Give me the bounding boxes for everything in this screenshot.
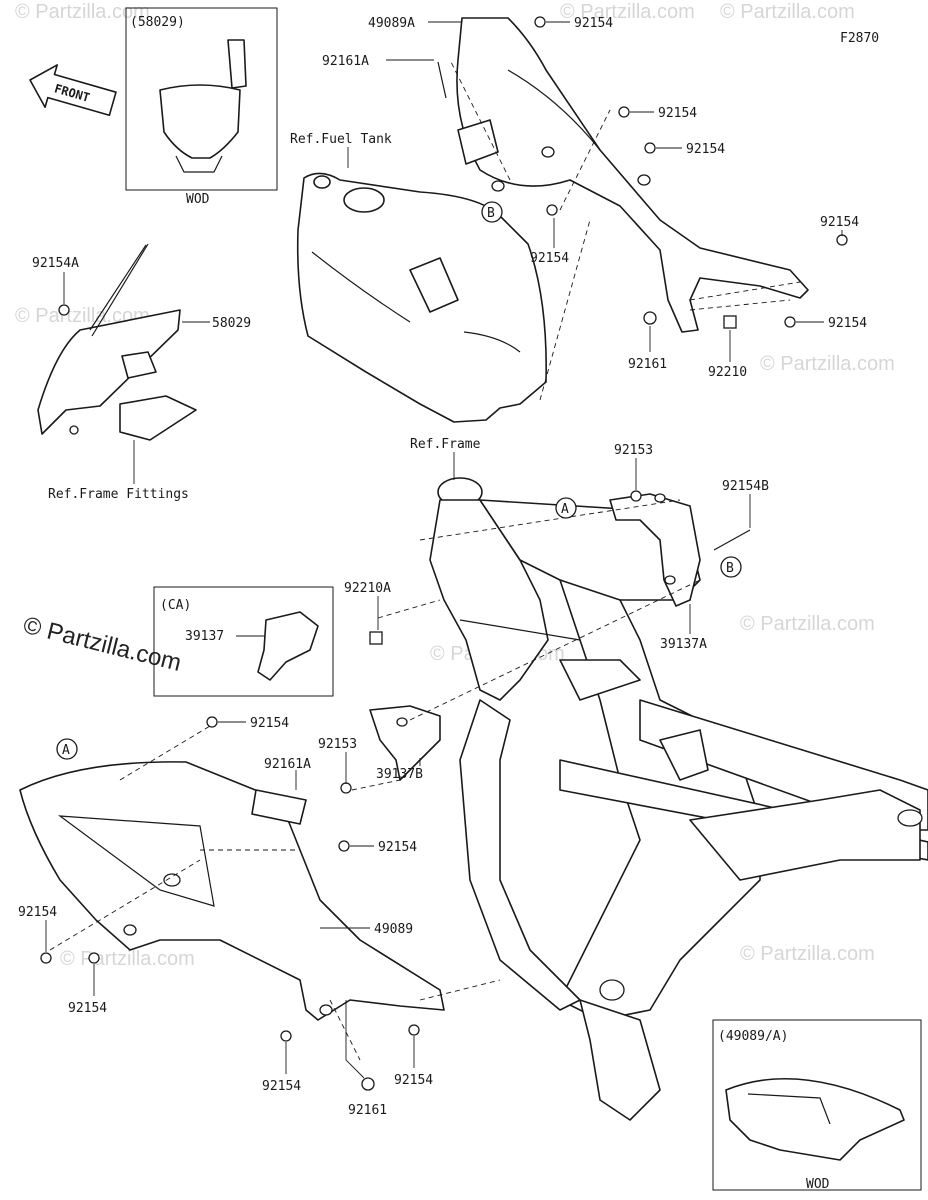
connection-lines [49,59,801,1061]
inset-footer: WOD [806,1177,830,1192]
watermark-text: © Partzilla.com [740,613,875,635]
watermark-text: © Partzilla.com [15,1,150,23]
bolt-icon [206,716,218,728]
callout-b: B [487,206,495,221]
part-label: 92161A [322,54,369,69]
part-label: 39137B [376,767,423,782]
side-number-plate [37,243,197,441]
bolt-icon [340,782,352,794]
part-label: 92210 [708,365,747,380]
watermark-text: © Partzilla.com [760,353,895,375]
part-label: 39137A [660,637,707,652]
inset-header: (CA) [160,598,191,613]
part-label: 92154 [262,1079,301,1094]
part-label: 92161A [264,757,311,772]
part-label: 92154 [68,1001,107,1016]
fasteners [40,16,848,1091]
inset-number-plate: (58029) WOD [125,7,278,207]
part-label: 92154 [574,16,613,31]
frame: Ref.Frame [410,437,928,1121]
inset-footer: WOD [186,192,210,207]
fuel-tank: Ref.Fuel Tank [290,132,547,423]
callout-a: A [561,502,569,517]
upper-shroud [456,17,809,333]
part-label: 92154B [722,479,769,494]
bolt-icon [618,106,630,118]
part-label: 92154 [828,316,867,331]
washer-icon [361,1077,375,1091]
bolt-icon [408,1024,420,1036]
inset-part-label: 39137 [185,629,224,644]
part-label: 92161 [348,1103,387,1118]
part-label: 92210A [344,581,391,596]
nut-icon [369,631,383,645]
callouts: B A B A [56,201,742,760]
bolt-icon [534,16,546,28]
copyright-text: © Partzilla.com [21,612,184,677]
part-label: 92154 [658,106,697,121]
rod-icon [437,61,447,99]
part-label: 92154 [686,142,725,157]
bolt-icon [69,425,79,435]
bolt-icon [784,316,796,328]
inset-header: (49089/A) [718,1029,788,1044]
watermark-text: © Partzilla.com [60,948,195,970]
part-label: 92154 [250,716,289,731]
part-label: 49089A [368,16,415,31]
bolt-icon [836,234,848,246]
ref-frame-fittings: Ref.Frame Fittings [48,487,189,502]
watermark-text: © Partzilla.com [15,305,150,327]
part-label: 92154A [32,256,79,271]
bolt-icon [630,490,642,502]
bolt-icon [338,840,350,852]
inset-shroud-variant: (49089/A) WOD [712,1019,922,1192]
bolt-icon [88,952,100,964]
bolt-icon [40,952,52,964]
part-label: 92154 [18,905,57,920]
part-label: 92153 [318,737,357,752]
leader-lines [45,21,843,1079]
part-labels: 49089A 92154 92161A 92154 92154 92154 92… [18,16,867,1118]
watermark-text: © Partzilla.com [560,1,695,23]
part-label: 92153 [614,443,653,458]
inset-ca: (CA) 39137 [153,586,334,697]
bolt-icon [280,1030,292,1042]
bolt-icon [546,204,558,216]
lower-shroud [19,761,445,1021]
long-bolt-icon [713,529,751,551]
washer-icon [643,311,657,325]
bracket-39137A [609,493,701,607]
part-label: 49089 [374,922,413,937]
part-label: 58029 [212,316,251,331]
watermark-text: © Partzilla.com [740,943,875,965]
watermark-text: © Partzilla.com [720,1,855,23]
inset-header: (58029) [130,15,185,30]
callout-a: A [62,743,70,758]
part-label: 92154 [530,251,569,266]
part-label: 92161 [628,357,667,372]
callout-b: B [726,561,734,576]
part-label: 92154 [394,1073,433,1088]
part-label: 92154 [820,215,859,230]
bolt-icon [644,142,656,154]
front-arrow-icon: FRONT [29,64,117,117]
part-label: 92154 [378,840,417,855]
ref-fuel-tank: Ref.Fuel Tank [290,132,392,147]
nut-icon [723,315,737,329]
bolt-icon [58,304,70,316]
ref-frame: Ref.Frame [410,437,481,452]
figure-code: F2870 [840,31,879,46]
